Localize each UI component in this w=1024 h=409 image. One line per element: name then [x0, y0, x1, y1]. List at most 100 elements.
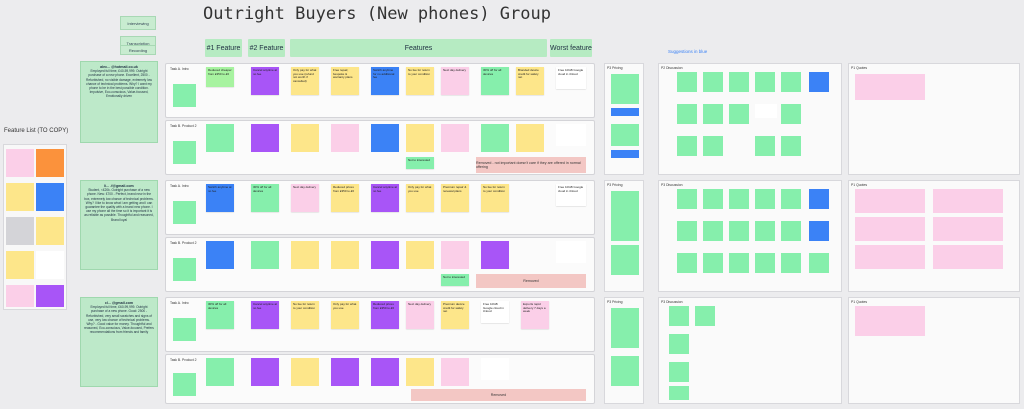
sticky-note[interactable]: Next day delivery: [291, 184, 319, 212]
sticky-note[interactable]: [703, 72, 723, 92]
sticky-note[interactable]: [206, 358, 234, 386]
sticky-note[interactable]: [611, 124, 639, 146]
sticky-note[interactable]: [755, 136, 775, 156]
sticky-note[interactable]: Cancel anytime at no fee: [251, 67, 279, 95]
sticky-note[interactable]: Free 10GB Google cloud in iCloud: [556, 184, 586, 206]
sticky-note[interactable]: [729, 221, 749, 241]
sticky-note[interactable]: [611, 108, 639, 116]
sticky-note[interactable]: [781, 136, 801, 156]
sticky-note[interactable]: [441, 124, 469, 152]
sticky-note[interactable]: [809, 189, 829, 209]
sticky-note[interactable]: [669, 306, 689, 326]
sticky-note[interactable]: Only pay for what you use (refund not wo…: [291, 67, 319, 95]
feature-sticky[interactable]: [6, 251, 34, 279]
quote-note[interactable]: [933, 189, 1003, 213]
quote-note[interactable]: [855, 217, 925, 241]
sticky-note[interactable]: No fee for return to your condition: [406, 67, 434, 95]
sticky-note[interactable]: [371, 241, 399, 269]
feature-sticky[interactable]: [6, 217, 34, 245]
sticky-note[interactable]: [251, 241, 279, 269]
sticky-note[interactable]: [251, 124, 279, 152]
sticky-note[interactable]: [677, 104, 697, 124]
sticky-note[interactable]: No fee for return to your condition: [291, 301, 319, 329]
sticky-note[interactable]: Premium device credit for safety net: [441, 301, 469, 329]
sticky-note[interactable]: No fee for return to your condition: [481, 184, 509, 212]
sticky-note[interactable]: Only pay for what you use: [331, 301, 359, 329]
sticky-note[interactable]: [781, 104, 801, 124]
sticky-note[interactable]: [611, 245, 639, 275]
sticky-note[interactable]: [331, 358, 359, 386]
sticky-note[interactable]: Switch anytime at no fee: [206, 184, 234, 212]
sticky-note[interactable]: [611, 74, 639, 104]
quote-note[interactable]: [855, 306, 925, 336]
sticky-note[interactable]: [729, 72, 749, 92]
sticky-note[interactable]: [755, 253, 775, 273]
sticky-note[interactable]: [729, 189, 749, 209]
sticky-note[interactable]: Cancel anytime at no fee: [371, 184, 399, 212]
sticky-note[interactable]: [703, 189, 723, 209]
sticky-note[interactable]: [781, 189, 801, 209]
sticky-note[interactable]: [755, 72, 775, 92]
quote-note[interactable]: [933, 217, 1003, 241]
sticky-note[interactable]: 30% off for all devices: [206, 301, 234, 329]
sticky-note[interactable]: [173, 373, 196, 396]
quote-note[interactable]: [855, 245, 925, 269]
sticky-note[interactable]: [669, 362, 689, 382]
sticky-note[interactable]: [703, 104, 723, 124]
sticky-note[interactable]: [516, 124, 544, 152]
sticky-note[interactable]: [781, 72, 801, 92]
sticky-note[interactable]: [755, 221, 775, 241]
quote-note[interactable]: [855, 189, 925, 213]
sticky-note[interactable]: [406, 241, 434, 269]
quote-note[interactable]: [933, 245, 1003, 269]
feature-sticky[interactable]: [6, 149, 34, 177]
quote-note[interactable]: [855, 74, 925, 100]
sticky-note[interactable]: [729, 253, 749, 273]
sticky-note[interactable]: [206, 124, 234, 152]
sticky-note[interactable]: Premium repair & renewal plans: [441, 184, 469, 212]
sticky-note[interactable]: [781, 221, 801, 241]
not-interested-note[interactable]: Not to interested: [441, 274, 469, 286]
sticky-note[interactable]: [611, 308, 639, 348]
sticky-note[interactable]: [371, 124, 399, 152]
sticky-note[interactable]: [611, 356, 639, 386]
sticky-note[interactable]: [371, 358, 399, 386]
sticky-note[interactable]: [441, 358, 469, 386]
sticky-note[interactable]: [291, 358, 319, 386]
sticky-note[interactable]: [703, 221, 723, 241]
sticky-note[interactable]: [206, 241, 234, 269]
sticky-note[interactable]: [331, 241, 359, 269]
sticky-note[interactable]: [677, 221, 697, 241]
sticky-note[interactable]: Free repair, bespoke & warranty plans: [331, 67, 359, 95]
sticky-note[interactable]: [755, 104, 777, 118]
sticky-note[interactable]: [677, 136, 697, 156]
sticky-note[interactable]: 30% off for all devices: [251, 184, 279, 212]
sticky-note[interactable]: [251, 358, 279, 386]
sticky-note[interactable]: Only pay for what you use: [406, 184, 434, 212]
sticky-note[interactable]: [173, 318, 196, 341]
feature-sticky[interactable]: [36, 149, 64, 177]
sticky-note[interactable]: [291, 241, 319, 269]
sticky-note[interactable]: [173, 141, 196, 164]
sticky-note[interactable]: [703, 136, 723, 156]
sticky-note[interactable]: Cancel anytime at no fee: [251, 301, 279, 329]
sticky-note[interactable]: [669, 386, 689, 400]
sticky-note[interactable]: [481, 358, 509, 380]
sticky-note[interactable]: [729, 104, 749, 124]
sticky-note[interactable]: [291, 124, 319, 152]
sticky-note[interactable]: Reduced prices from £350 to £6: [331, 184, 359, 212]
sticky-note[interactable]: 30% off for all devices: [481, 67, 509, 95]
sticky-note[interactable]: [173, 84, 196, 107]
sticky-note[interactable]: Free 10GB Google cloud in iCloud: [481, 301, 509, 323]
sticky-note[interactable]: Switch anytime for no additional fee: [371, 67, 399, 95]
sticky-note[interactable]: [755, 189, 775, 209]
sticky-note[interactable]: [677, 189, 697, 209]
sticky-note[interactable]: Reduced cheaper from £350 to £6: [206, 67, 234, 87]
sticky-note[interactable]: [669, 334, 689, 354]
not-interested-note[interactable]: Not to interested: [406, 157, 434, 169]
tag-recording[interactable]: Recording: [120, 45, 156, 55]
feature-sticky[interactable]: [36, 251, 64, 279]
feature-sticky[interactable]: [6, 285, 34, 307]
sticky-note[interactable]: [703, 253, 723, 273]
sticky-note[interactable]: [695, 306, 715, 326]
